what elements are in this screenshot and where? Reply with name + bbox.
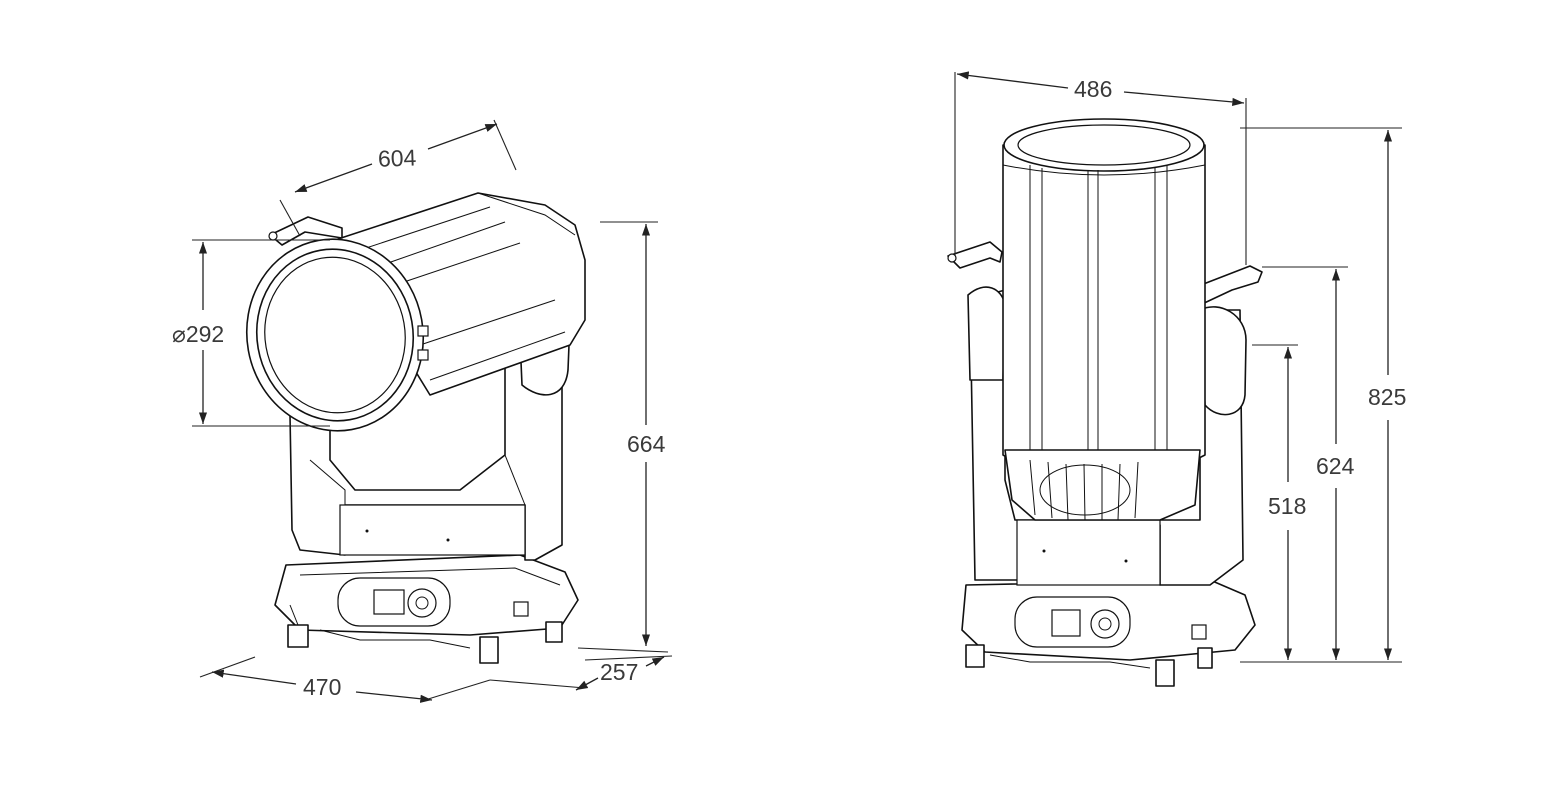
fixture-vertical-drawing (947, 118, 1263, 687)
dimension-825: 825 (1368, 384, 1406, 410)
dimension-diameter-292: ⌀292 (172, 321, 224, 347)
dimension-664: 664 (627, 431, 666, 457)
dimensions-left-view: 604 ⌀292 664 470 257 (172, 119, 673, 703)
dimensions-right-view: 486 825 624 518 (954, 71, 1406, 663)
fixture-angled-drawing (245, 192, 586, 664)
dimension-257: 257 (600, 659, 638, 685)
dimension-518: 518 (1268, 493, 1306, 519)
dimension-624: 624 (1316, 453, 1355, 479)
dimension-604: 604 (377, 144, 416, 171)
dimension-486: 486 (1074, 76, 1112, 102)
dimension-470: 470 (303, 674, 341, 700)
